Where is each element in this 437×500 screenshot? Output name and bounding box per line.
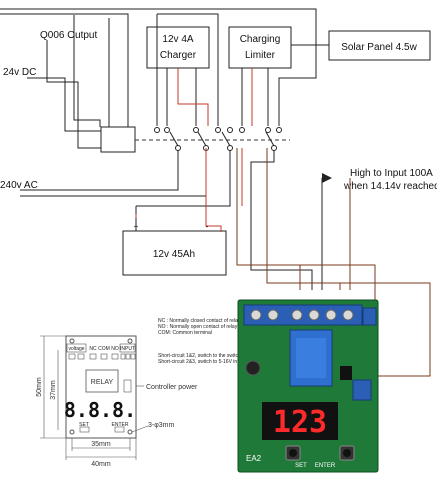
drawing-btn-set-label: SET [79, 422, 89, 428]
pcb-silk-label: EA2 [246, 454, 262, 463]
dim-height-inner: 37mm [50, 380, 57, 400]
battery-box [122, 230, 227, 276]
note-line2: when 14.14v reached [343, 181, 437, 192]
mount-hole-bl [69, 429, 75, 435]
note-line1: High to Input 100A [350, 168, 433, 179]
tag-no: NO [111, 346, 119, 352]
pcb-display: 123 [273, 405, 327, 440]
drawing-side-chip [123, 379, 132, 393]
relay-board-photo: 123 SET ENTER EA2 [237, 299, 379, 473]
dim-hole: 3-φ3mm [148, 422, 174, 429]
drawing-terminal-row [68, 353, 136, 360]
shortcut-note-1: Short-circuit 1&2, switch to the switch … [158, 353, 254, 359]
limiter-label-line1: Charging [240, 34, 281, 45]
legend-note-com: COM: Common terminal [158, 330, 212, 336]
mount-hole-tr [127, 338, 133, 344]
solar-panel-box [328, 30, 431, 61]
ac-240v-label: 240v AC [0, 180, 38, 191]
board-drawing: voltage NC COM NO INPUT RELAY 8.8.8. SET… [36, 335, 198, 468]
mount-hole-tl [69, 338, 75, 344]
pcb-trimmer [352, 379, 372, 401]
pcb-terminal-block [243, 304, 377, 326]
pcb-btn-enter-label: ENTER [315, 463, 336, 469]
relay-coil-box [100, 126, 136, 153]
pcb-display-frame [262, 402, 338, 440]
drawing-relay-label: RELAY [91, 379, 114, 386]
switch-blades [169, 131, 275, 147]
tag-com: COM [98, 346, 110, 352]
tag-voltage: voltage [68, 346, 84, 352]
solar-panel-label: Solar Panel 4.5w [341, 42, 417, 53]
pcb-btn-set-label: SET [295, 463, 307, 469]
controller-power-label: Controller power [146, 384, 198, 391]
q006-output-label: Q006 Output [40, 30, 97, 41]
battery-label: 12v 45Ah [153, 249, 195, 260]
legend-note-nc: NC : Normally closed contact of relay [158, 318, 241, 324]
legend-notes: NC : Normally closed contact of relay NO… [158, 318, 254, 365]
legend-note-no: NO : Normally open contact of relay [158, 324, 238, 330]
tag-nc: NC [89, 346, 97, 352]
dim-height-outer: 50mm [36, 377, 43, 397]
switch-contacts [154, 127, 282, 151]
drawing-display: 8.8.8. [64, 398, 136, 422]
dim-width-outer: 40mm [91, 461, 111, 468]
dc-24v-label: 24v DC [3, 67, 36, 78]
shortcut-note-2: Short-circuit 2&3, switch to 5-16V input [158, 359, 245, 365]
dim-width-inner: 35mm [91, 441, 111, 448]
drawing-btn-set [79, 426, 90, 433]
red-wires [135, 68, 253, 232]
pcb-relay-label-area [296, 338, 326, 378]
drawing-btn-enter [114, 426, 125, 433]
tag-input: INPUT [120, 346, 135, 352]
pcb-capacitor [245, 360, 261, 376]
dimension-lines [40, 335, 149, 460]
charger-label-line1: 12v 4A [162, 34, 193, 45]
charger-label-line2: Charger [160, 50, 197, 61]
drawing-relay [85, 369, 119, 393]
drawing-header-tags: voltage NC COM NO INPUT [66, 343, 136, 353]
charging-limiter-box [228, 26, 292, 69]
limiter-label-line2: Limiter [245, 50, 276, 61]
pcb-transistor [340, 366, 352, 380]
drawing-btn-enter-label: ENTER [112, 422, 129, 428]
